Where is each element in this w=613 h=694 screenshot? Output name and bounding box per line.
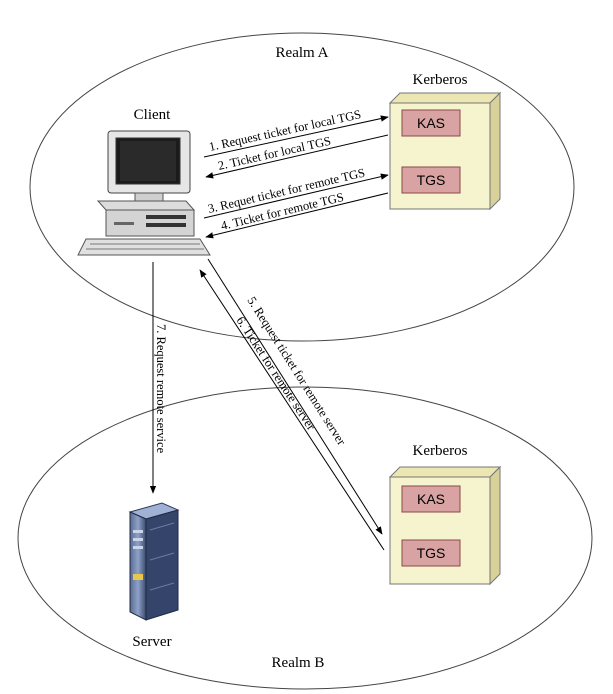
arrow-3-request-remote-tgs	[203, 173, 389, 219]
tgs-a-box	[401, 166, 461, 194]
kas-a-box	[401, 109, 461, 137]
arrow-5-label: 5. Request ticket for remote server	[244, 294, 349, 448]
tgs-a-label: TGS	[417, 172, 446, 188]
arrow-4-ticket-remote-tgs	[205, 192, 389, 239]
kas-b-box	[401, 485, 461, 513]
arrow-2-ticket-local-tgs	[205, 134, 389, 179]
realm-b-label: Realm B	[272, 655, 325, 671]
kas-a-label: KAS	[417, 115, 445, 131]
realm-b-ellipse	[17, 386, 593, 690]
tgs-b-box	[401, 539, 461, 567]
server-icon	[128, 502, 180, 621]
server-label: Server	[132, 634, 171, 650]
client-label: Client	[134, 107, 171, 123]
arrow-1-request-local-tgs	[203, 115, 389, 158]
arrow-5-request-remote-server	[207, 258, 383, 535]
kerberos-a-label: Kerberos	[413, 72, 468, 88]
kas-b-label: KAS	[417, 491, 445, 507]
client-computer-icon	[77, 130, 211, 256]
realm-a-label: Realm A	[276, 45, 329, 61]
realm-a-ellipse	[29, 32, 575, 342]
arrow-7-label: 7. Request remote service	[154, 324, 168, 454]
arrow-6-ticket-remote-server	[199, 269, 385, 551]
kerberos-b-label: Kerberos	[413, 443, 468, 459]
tgs-b-label: TGS	[417, 545, 446, 561]
